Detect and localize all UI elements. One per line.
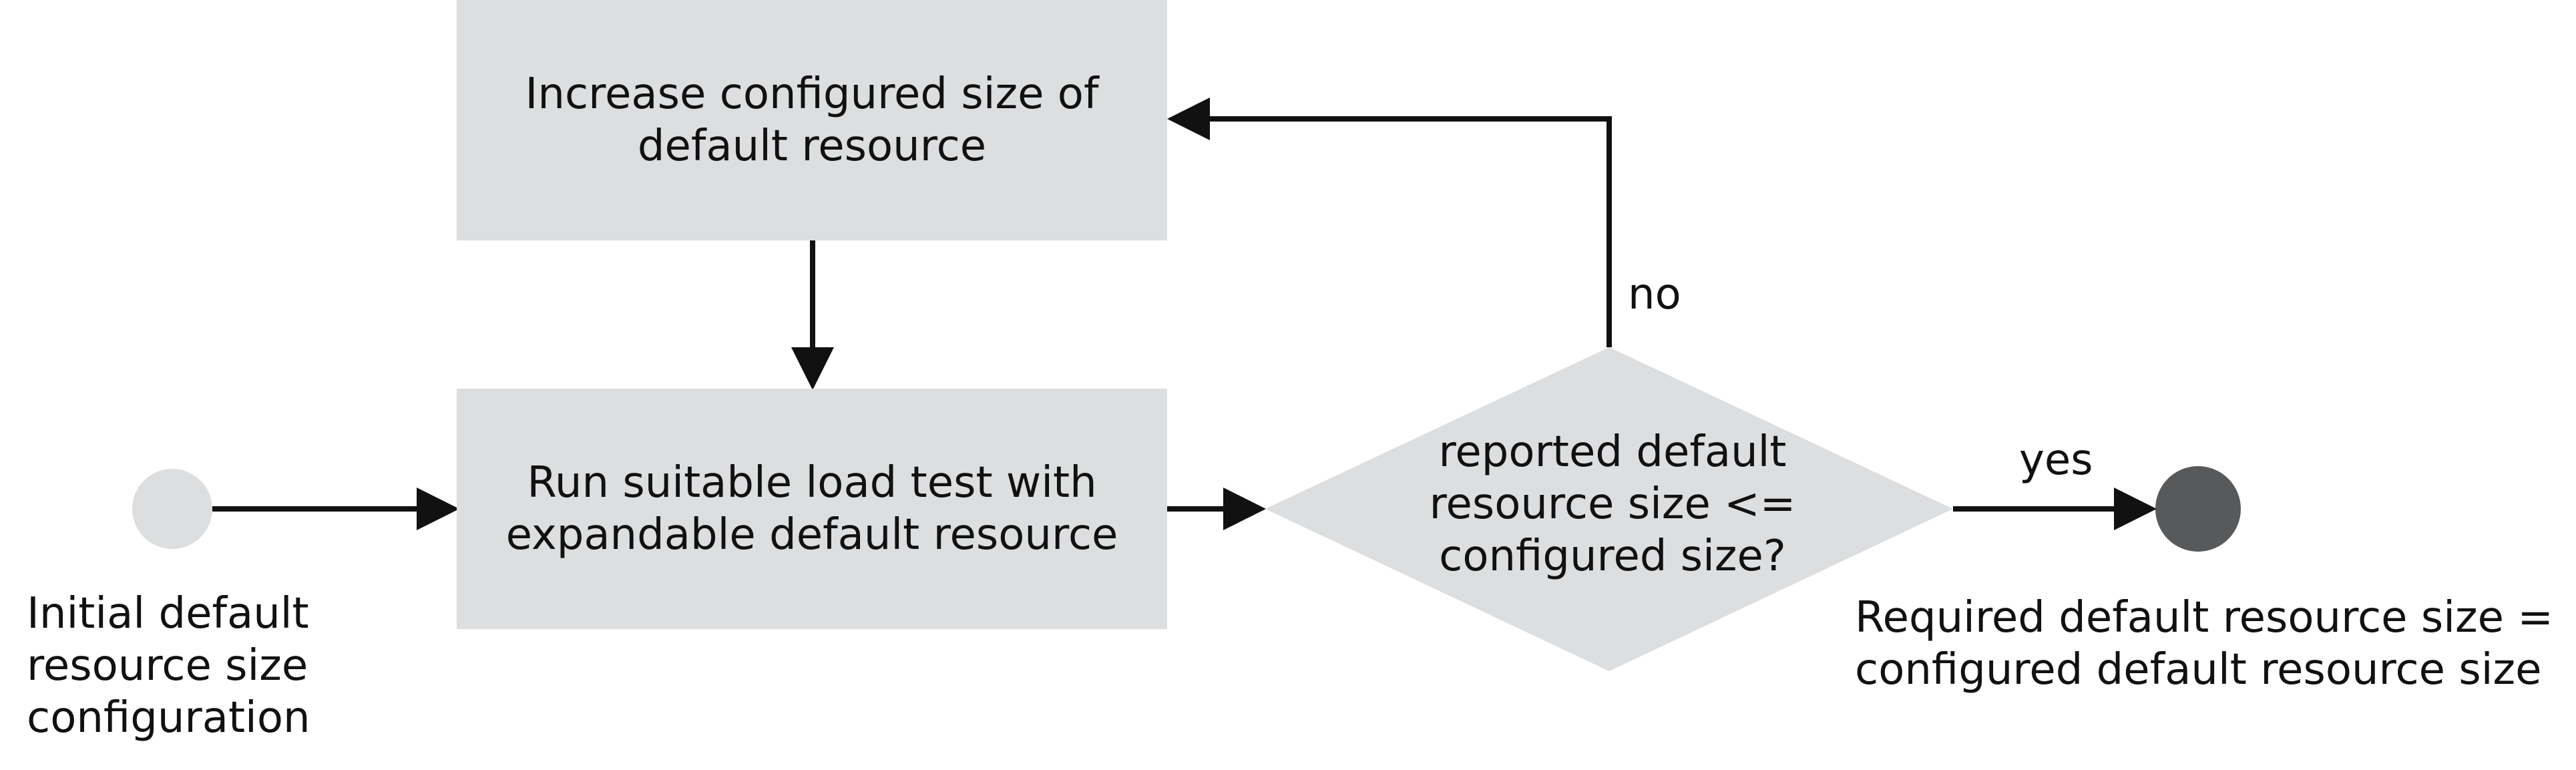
start-node bbox=[132, 469, 212, 549]
end-node bbox=[2155, 466, 2241, 552]
run-load-test-box: Run suitable load test with expandable d… bbox=[457, 389, 1167, 629]
run-load-test-label: Run suitable load test with expandable d… bbox=[505, 457, 1118, 560]
no-branch-label: no bbox=[1628, 270, 1681, 319]
decision-diamond bbox=[1265, 347, 1953, 671]
increase-size-box: Increase configured size of default reso… bbox=[457, 0, 1167, 240]
end-label: Required default resource size = configu… bbox=[1855, 593, 2553, 695]
increase-size-label: Increase configured size of default reso… bbox=[525, 69, 1099, 171]
arrow-decision-to-increase bbox=[1167, 98, 1612, 347]
start-label: Initial default resource size configurat… bbox=[27, 589, 310, 743]
decision-label: reported default resource size <= config… bbox=[1429, 427, 1796, 582]
yes-branch-label: yes bbox=[2019, 435, 2093, 485]
